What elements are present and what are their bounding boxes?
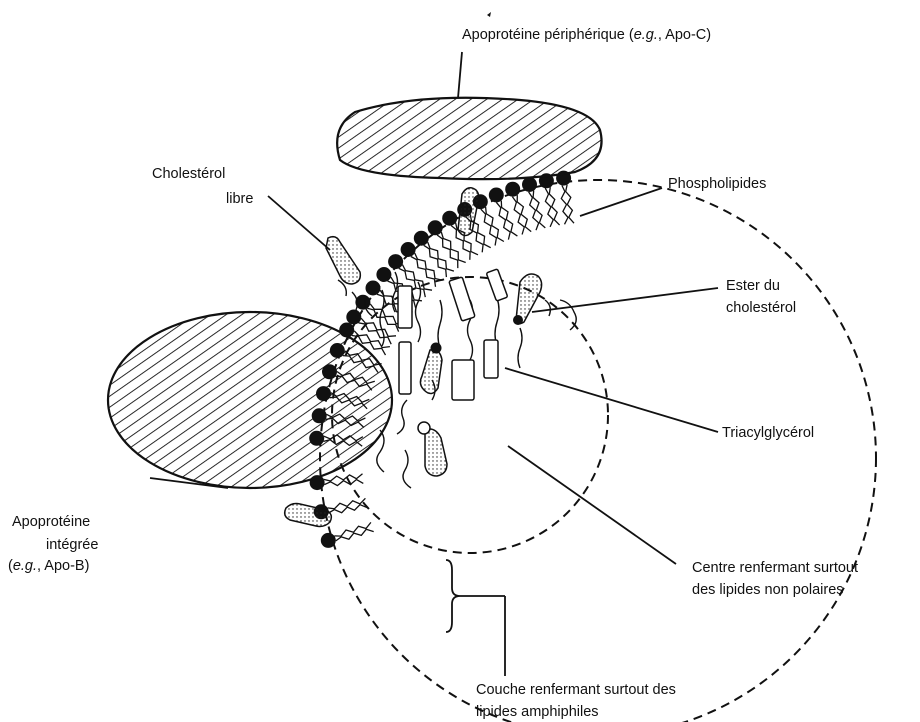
phospholipid-head bbox=[522, 177, 537, 192]
phospholipid-head bbox=[321, 533, 336, 548]
phospholipid-tail bbox=[566, 185, 574, 224]
apo-b-protein bbox=[108, 312, 392, 488]
label-apo-b-3: (e.g., Apo-B) bbox=[8, 558, 89, 574]
phospholipid-tail bbox=[561, 185, 568, 224]
phospholipid-head bbox=[401, 242, 416, 257]
label-phospholipides: Phospholipides bbox=[668, 176, 766, 192]
label-cholesterol-libre-2: libre bbox=[226, 191, 253, 207]
label-couche-1: Couche renfermant surtout des bbox=[476, 682, 676, 698]
phospholipid-head bbox=[414, 231, 429, 246]
speck-mark bbox=[487, 12, 491, 17]
label-centre-1: Centre renfermant surtout bbox=[692, 560, 858, 576]
label-apo-c: Apoprotéine périphérique (e.g., Apo-C) bbox=[462, 27, 711, 43]
phospholipid-head bbox=[388, 254, 403, 269]
phospholipid-head bbox=[366, 281, 381, 296]
phospholipid-head bbox=[376, 267, 391, 282]
label-triacylglycerol: Triacylglycérol bbox=[722, 425, 814, 441]
outer-boundary bbox=[320, 180, 876, 722]
phospholipid-head bbox=[505, 182, 520, 197]
label-apo-b-2: intégrée bbox=[46, 537, 98, 553]
phospholipid-head bbox=[428, 220, 443, 235]
apo-c-protein bbox=[337, 98, 601, 179]
label-centre-2: des lipides non polaires bbox=[692, 582, 844, 598]
label-ester-2: cholestérol bbox=[726, 300, 796, 316]
label-ester-1: Ester du bbox=[726, 278, 780, 294]
label-couche-2: lipides amphiphiles bbox=[476, 704, 599, 720]
phospholipid-head bbox=[442, 211, 457, 226]
label-apo-b-1: Apoprotéine bbox=[12, 514, 90, 530]
label-cholesterol-libre-1: Cholestérol bbox=[152, 166, 225, 182]
phospholipid-head bbox=[489, 188, 504, 203]
cholesterol-ester-molecules bbox=[418, 274, 542, 476]
